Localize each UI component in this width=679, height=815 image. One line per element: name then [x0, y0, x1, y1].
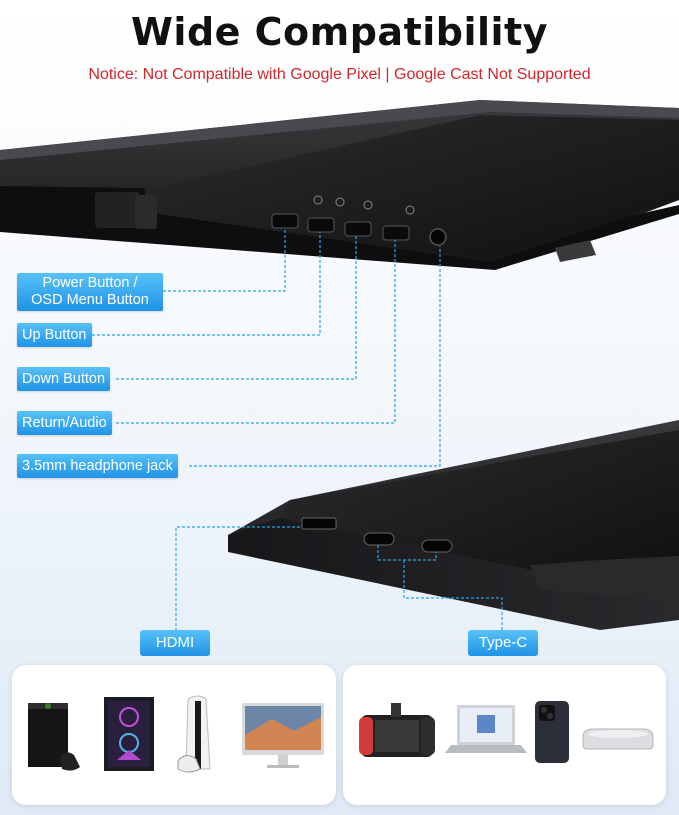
laptop-icon: [445, 705, 527, 753]
headphone-jack-label: 3.5mm headphone jack: [17, 454, 178, 478]
handheld-game-console-icon: [359, 703, 435, 757]
return-audio-label: Return/Audio: [17, 411, 112, 435]
typec-port-1: [363, 532, 395, 546]
down-button[interactable]: [344, 221, 372, 237]
typec-devices-panel: [343, 665, 666, 805]
hdmi-label: HDMI: [140, 630, 210, 656]
top-monitor: [0, 100, 679, 270]
power-button[interactable]: [271, 213, 299, 229]
smartphone-icon: [535, 701, 569, 763]
typec-port-2: [421, 539, 453, 553]
game-console-tower-icon: [28, 703, 80, 771]
return-audio-button[interactable]: [382, 225, 410, 241]
down-button-label: Down Button: [17, 367, 111, 391]
page-title: Wide Compatibility: [131, 10, 548, 54]
game-console-white-icon: [177, 695, 211, 773]
compatibility-notice: Notice: Not Compatible with Google Pixel…: [88, 66, 591, 83]
bottom-monitor: [228, 420, 679, 630]
up-button[interactable]: [307, 217, 335, 233]
hdmi-port: [301, 517, 337, 530]
headphone-jack: [429, 228, 447, 246]
hdmi-devices-panel: [12, 665, 336, 805]
mini-pc-icon: [582, 728, 654, 750]
power-osd-label: Power Button / OSD Menu Button: [17, 273, 163, 311]
typec-label: Type-C: [468, 630, 538, 656]
gaming-pc-case-icon: [104, 697, 154, 771]
callout-lines: [92, 228, 503, 636]
up-button-label: Up Button: [17, 323, 92, 347]
desktop-monitor-icon: [242, 703, 324, 768]
